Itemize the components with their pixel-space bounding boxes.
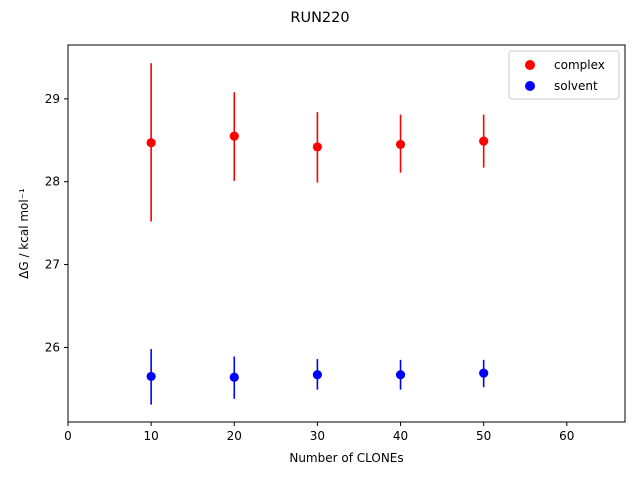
complex-point: [312, 142, 323, 152]
solvent-point: [312, 370, 323, 380]
y-tick-label: 27: [45, 258, 60, 272]
complex-point: [229, 131, 239, 141]
x-tick-label: 20: [227, 429, 242, 443]
complex-point: [395, 139, 406, 150]
axes-layer: 0 10 20 30 40 50 60 26 27 28 29: [45, 92, 575, 443]
x-tick-label: 50: [476, 429, 491, 443]
legend-label-solvent: solvent: [554, 79, 598, 93]
y-axis-label: ΔG / kcal mol⁻¹: [17, 188, 31, 279]
x-tick-label: 30: [310, 429, 325, 443]
legend: complex solvent: [508, 50, 620, 100]
y-tick-label: 26: [45, 340, 60, 354]
series-layer: [146, 63, 489, 405]
x-axis-label: Number of CLONEs: [289, 451, 403, 465]
solvent-point: [395, 370, 406, 380]
solvent-point: [229, 372, 239, 382]
solvent-point: [479, 368, 489, 378]
complex-point: [146, 138, 156, 148]
plot-frame: [67, 44, 626, 423]
y-tick-label: 29: [45, 92, 60, 106]
x-tick-label: 10: [143, 429, 158, 443]
legend-marker-solvent: [525, 81, 535, 91]
x-tick-label: 0: [64, 429, 72, 443]
solvent-point: [146, 371, 156, 382]
x-tick-label: 40: [393, 429, 408, 443]
legend-box: [508, 50, 620, 100]
x-tick-label: 60: [559, 429, 574, 443]
complex-point: [479, 136, 489, 146]
legend-marker-complex: [525, 60, 535, 70]
legend-label-complex: complex: [554, 58, 605, 72]
chart-title: RUN220: [290, 10, 349, 26]
y-tick-label: 28: [45, 175, 60, 189]
